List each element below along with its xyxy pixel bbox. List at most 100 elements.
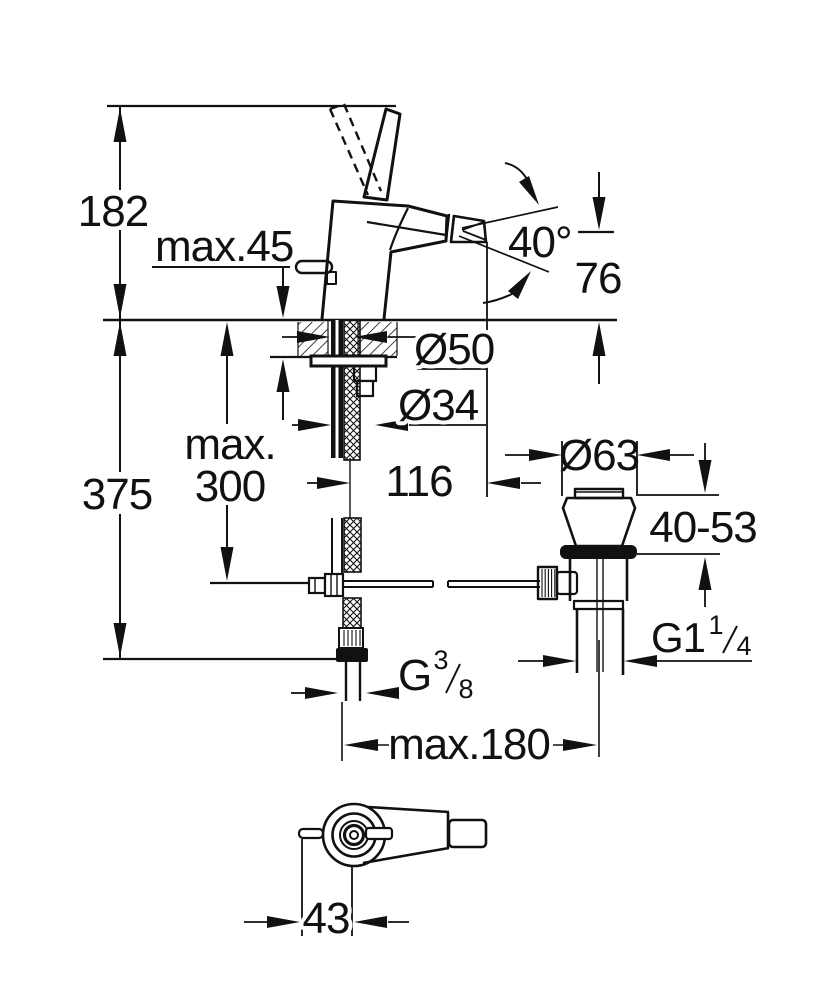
- dim-d63-label: Ø63: [559, 431, 639, 480]
- topview-center-hole: [349, 830, 359, 840]
- arrow-up: [698, 557, 712, 590]
- rod-clamp-detail: [330, 574, 338, 596]
- dim-max180-label: max.180: [388, 720, 550, 769]
- dim-angle-40: 40°: [458, 162, 573, 304]
- dim-g38-sub: 8: [458, 674, 473, 704]
- dim-max300-label-1: max.: [184, 420, 275, 469]
- arrow-up: [220, 322, 234, 356]
- rod-clamp: [323, 572, 345, 598]
- handle-dashed-alternate: [328, 102, 383, 196]
- dim-182: 182: [78, 106, 149, 320]
- dim-g1-quarter: G1 1 4: [518, 610, 752, 667]
- dim-d63: Ø63: [505, 431, 694, 496]
- dim-182-label: 182: [78, 187, 148, 236]
- dim-g38-sup: 3: [433, 645, 448, 675]
- arrow-down: [220, 547, 234, 581]
- arrow-right: [529, 449, 562, 461]
- dim-max300-label-2: 300: [195, 462, 265, 511]
- arrow-down: [592, 197, 606, 230]
- dim-116: 116: [307, 457, 541, 506]
- arrow-left: [624, 655, 657, 667]
- rod-bolt-head: [307, 576, 327, 595]
- arrow-up: [113, 108, 127, 142]
- dim-43-label: 43: [303, 894, 350, 943]
- rod-bushing: [555, 570, 579, 596]
- hose-crimp-sleeve: [338, 627, 364, 649]
- arrow-right: [543, 655, 576, 667]
- arrow-left: [637, 449, 670, 461]
- angle-arrow-lower: [508, 271, 531, 299]
- popup-rod-linkage: [307, 572, 540, 598]
- arrow-left: [354, 916, 387, 928]
- valve-seal-ring: [560, 545, 637, 559]
- valve-body-sides: [568, 559, 629, 601]
- arrow-down: [698, 460, 712, 493]
- dim-g1-sub: 4: [736, 631, 751, 661]
- valve-funnel: [561, 496, 637, 548]
- waste-valve: [536, 487, 637, 675]
- arrow-up: [592, 322, 606, 356]
- dim-d50-label: Ø50: [414, 325, 494, 374]
- flex-hose-lower: [342, 597, 362, 629]
- plug-cap: [573, 487, 625, 500]
- dim-76: 76: [575, 172, 622, 384]
- popup-lever: [294, 259, 334, 275]
- knurl-lines: [541, 569, 556, 597]
- mounting-washer: [309, 354, 388, 368]
- faucet-top-view: [297, 802, 488, 868]
- arrow-up: [276, 359, 290, 392]
- dim-g38-label: G: [398, 651, 431, 700]
- dim-43: 43: [244, 839, 409, 947]
- supply-thread-pipe: [344, 662, 362, 701]
- body-spout-junction-curve: [388, 207, 409, 251]
- valve-tailpipe: [575, 609, 625, 675]
- dim-max180: max.180: [341, 640, 600, 769]
- fraction-slash: [445, 663, 461, 694]
- dim-max45: max.45: [152, 222, 294, 420]
- aerator-outline: [449, 214, 488, 244]
- supply-hose-and-rod: [309, 319, 388, 701]
- arrow-down: [276, 286, 290, 318]
- rod-knurled-knob: [536, 565, 559, 601]
- dim-375-label: 375: [82, 470, 152, 519]
- crimp-ribs: [343, 630, 361, 646]
- handle-solid: [362, 107, 402, 202]
- dim-g1-sup: 1: [708, 610, 723, 640]
- faucet-body-outline: [320, 199, 449, 320]
- dim-d34: Ø34: [292, 377, 486, 434]
- topview-lever-pin: [364, 826, 394, 841]
- supply-connector-nut: [336, 648, 368, 662]
- arrow-left: [366, 687, 399, 699]
- arrow-left: [487, 477, 520, 489]
- dim-g-three-eighths: G 3 8: [291, 645, 474, 704]
- dim-d34-label: Ø34: [398, 381, 479, 430]
- dim-40deg-label: 40°: [508, 218, 572, 267]
- angle-arc-lower: [482, 293, 513, 304]
- topview-ring-4: [342, 823, 366, 847]
- dim-40-53: 40-53: [637, 443, 758, 607]
- dim-76-label: 76: [575, 254, 622, 303]
- arrow-up: [113, 322, 127, 356]
- arrow-right: [298, 419, 331, 431]
- fraction-slash: [722, 625, 738, 654]
- valve-collar: [572, 599, 625, 611]
- dim-g1-label: G1: [651, 614, 705, 661]
- arrow-right: [563, 739, 597, 751]
- reference-lines: [103, 104, 617, 661]
- angle-arrow-upper: [519, 176, 539, 205]
- topview-handle-paddle: [447, 818, 488, 849]
- arrow-left: [354, 331, 387, 343]
- dim-40-53-label: 40-53: [649, 503, 757, 552]
- popup-lever-link: [326, 271, 337, 285]
- arrow-right: [297, 331, 330, 343]
- dim-116-label: 116: [385, 457, 452, 506]
- topview-spray-pin: [297, 827, 325, 840]
- angle-line-upper: [461, 206, 559, 229]
- angle-line-lower: [458, 235, 550, 273]
- arrow-right: [305, 687, 338, 699]
- horizontal-rod: [343, 580, 540, 588]
- dim-375: 375: [78, 320, 157, 659]
- flex-hose-upper: [343, 319, 361, 461]
